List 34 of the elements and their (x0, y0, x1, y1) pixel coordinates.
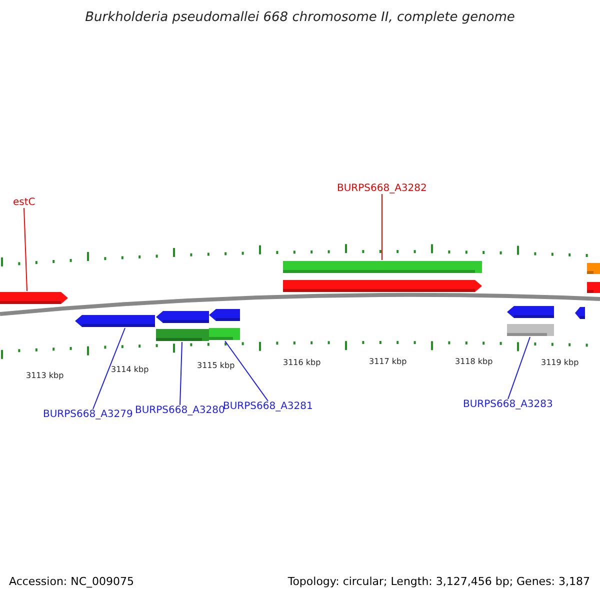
gene-label: BURPS668_A3282 (337, 183, 427, 194)
gene-label: BURPS668_A3283 (463, 399, 553, 410)
gene-label: estC (13, 197, 36, 208)
scale-label: 3113 kbp (26, 371, 64, 380)
gene-feature (0, 291, 68, 305)
gene-bar (156, 328, 209, 342)
accession-text: Accession: NC_009075 (9, 575, 134, 588)
leader-line (24, 208, 28, 292)
gene-feature (575, 306, 585, 320)
leader-line (92, 328, 126, 410)
scale-label: 3117 kbp (369, 357, 407, 366)
gene-label: BURPS668_A3279 (43, 409, 133, 420)
gene-bar (587, 281, 600, 294)
gene-bar (587, 262, 600, 275)
gene-label: BURPS668_A3280 (135, 405, 225, 416)
gene-feature (209, 308, 240, 322)
gene-bar (283, 260, 482, 274)
gene-feature (156, 310, 209, 324)
gene-bar (507, 323, 554, 337)
genome-summary-text: Topology: circular; Length: 3,127,456 bp; Genes: 3,187 (288, 575, 590, 588)
scale-label: 3119 kbp (541, 358, 579, 367)
map-title: Burkholderia pseudomallei 668 chromosome II, complete genome (84, 10, 516, 25)
gene-feature (507, 305, 554, 319)
scale-label: 3114 kbp (111, 365, 149, 374)
gene-bar (209, 327, 240, 341)
leader-line (508, 336, 530, 400)
gene-feature (283, 279, 482, 293)
scale-label: 3115 kbp (197, 361, 235, 370)
scale-label: 3116 kbp (283, 358, 321, 367)
gene-label: BURPS668_A3281 (223, 401, 313, 412)
scale-label: 3118 kbp (455, 357, 493, 366)
gene-feature (75, 314, 155, 328)
leader-line (180, 342, 182, 406)
leader-line (224, 340, 268, 402)
